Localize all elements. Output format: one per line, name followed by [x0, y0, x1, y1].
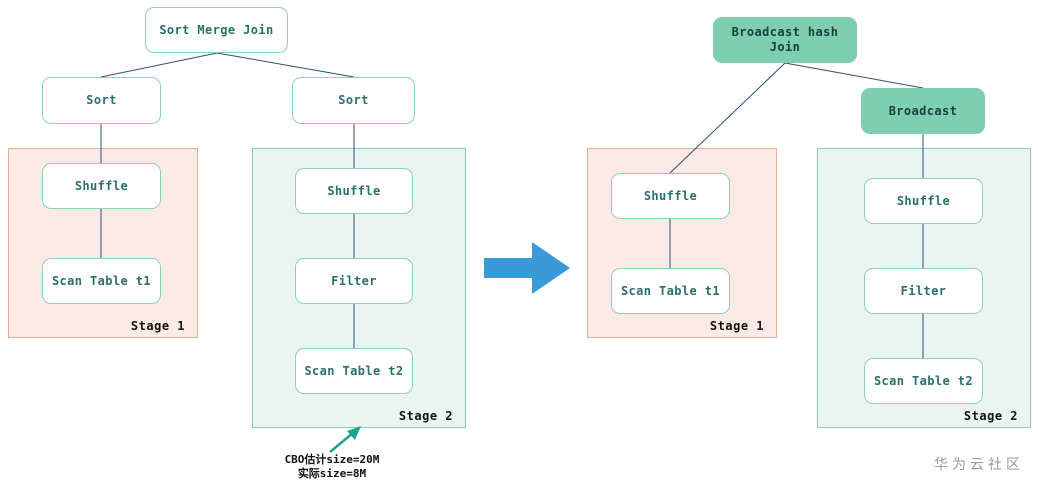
filter-node: Filter	[295, 258, 413, 304]
shuffle-node-t1: Shuffle	[42, 163, 161, 209]
scan-t1-node-right: Scan Table t1	[611, 268, 730, 314]
edge-bhj-broadcast	[784, 62, 924, 89]
right-stage2-label: Stage 2	[963, 409, 1018, 423]
shuffle-node-t2-right: Shuffle	[864, 178, 983, 224]
scan-t1-node: Scan Table t1	[42, 258, 161, 304]
left-stage1-label: Stage 1	[130, 319, 185, 333]
scan-t2-node: Scan Table t2	[295, 348, 413, 394]
filter-node-right: Filter	[864, 268, 983, 314]
right-arrow-icon	[484, 240, 572, 300]
broadcast-hash-join-node: Broadcast hash Join	[713, 17, 857, 63]
right-stage1-label: Stage 1	[709, 319, 764, 333]
sort-merge-join-node: Sort Merge Join	[145, 7, 288, 53]
sort-node-right: Sort	[292, 77, 415, 124]
actual-size-text: 实际size=8M	[297, 467, 367, 480]
watermark-text: 华为云社区	[934, 457, 1024, 473]
pointer-arrow-icon	[329, 426, 361, 453]
shuffle-node-t2: Shuffle	[295, 168, 413, 214]
edge-bhj-shuffle-t1	[669, 62, 786, 174]
edge-join-sort-right	[216, 52, 355, 78]
shuffle-node-t1-right: Shuffle	[611, 173, 730, 219]
size-annotation: CBO估计size=20M 实际size=8M	[262, 453, 402, 481]
broadcast-node: Broadcast	[861, 88, 985, 134]
left-stage2-label: Stage 2	[398, 409, 453, 423]
sort-node-left: Sort	[42, 77, 161, 124]
edge-join-sort-left	[100, 52, 218, 78]
cbo-estimate-text: CBO估计size=20M	[284, 453, 380, 466]
scan-t2-node-right: Scan Table t2	[864, 358, 983, 404]
